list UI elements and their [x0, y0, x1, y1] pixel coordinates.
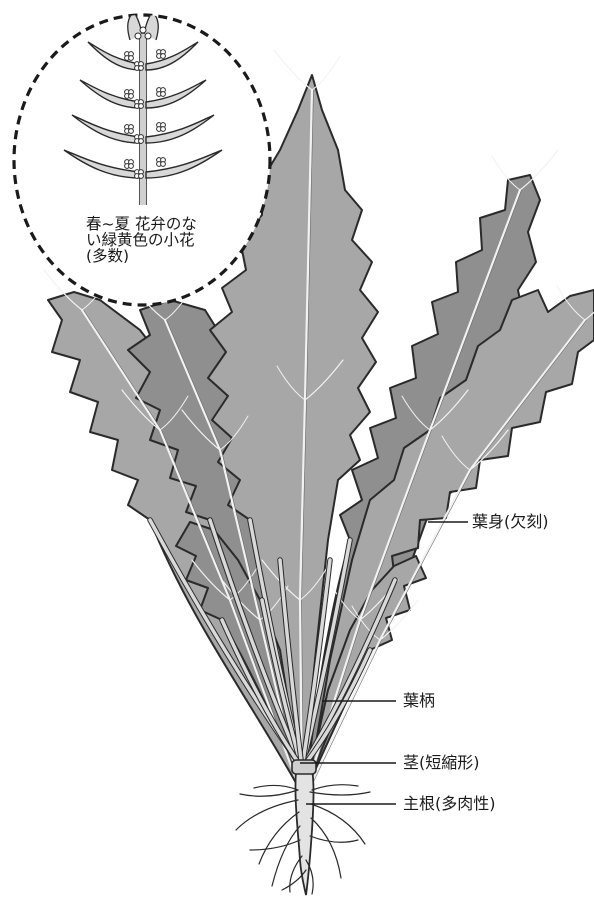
fibrous-root [311, 818, 341, 878]
fibrous-root [236, 800, 298, 830]
tiny-flower [129, 129, 134, 134]
label-taproot: 主根(多肉性) [403, 796, 496, 812]
side-vein [274, 50, 312, 90]
fibrous-root [259, 812, 299, 864]
tiny-flower [139, 139, 144, 144]
tiny-flower [139, 104, 144, 109]
fibrous-root [254, 785, 298, 790]
inset-caption: 春~夏 花弁のな い緑黄色の小花 (多数) [86, 216, 236, 264]
label-leaf-blade: 葉身(欠刻) [472, 514, 549, 530]
tiny-flower [129, 164, 134, 169]
inset-caption-line-2: い緑黄色の小花 [86, 232, 236, 248]
fibrous-root [240, 790, 298, 796]
fibrous-root [310, 836, 358, 842]
tiny-flower [135, 33, 141, 39]
fibrous-root [310, 792, 370, 795]
crown-stem [292, 760, 316, 774]
tiny-flower [140, 27, 146, 33]
tiny-flower [161, 127, 166, 132]
fibrous-root [272, 826, 300, 886]
fibrous-root [312, 785, 358, 790]
root-system [236, 760, 370, 895]
tiny-flower [161, 162, 166, 167]
tiny-flower [145, 33, 151, 39]
tiny-flower [161, 54, 166, 59]
tiny-flower [129, 94, 134, 99]
inset-caption-line-3: (多数) [86, 248, 236, 264]
fibrous-root [250, 840, 300, 850]
tiny-flower [129, 56, 134, 61]
label-petiole: 葉柄 [403, 693, 435, 709]
side-vein [312, 56, 340, 90]
label-stem: 茎(短縮形) [403, 755, 480, 771]
taproot [295, 770, 313, 895]
tiny-flower [139, 66, 144, 71]
fibrous-root [311, 804, 365, 844]
inset-caption-line-1: 春~夏 花弁のな [86, 216, 236, 232]
tiny-flower [161, 92, 166, 97]
tiny-flower [139, 174, 144, 179]
